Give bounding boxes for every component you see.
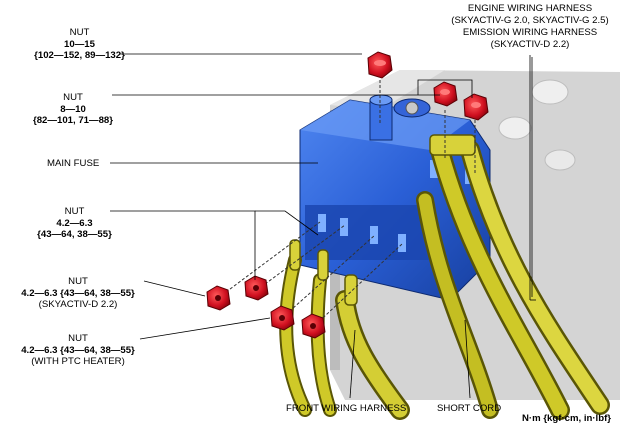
- terminal-rings: [289, 134, 476, 306]
- nut-icon: [301, 313, 326, 339]
- nut-name: NUT: [68, 333, 88, 344]
- short-cord-label: SHORT CORD: [437, 403, 502, 414]
- engine-harness-label: ENGINE WIRING HARNESS (SKYACTIV-G 2.0, S…: [451, 3, 609, 26]
- front-harness-label: FRONT WIRING HARNESS: [286, 403, 407, 414]
- nut-torque: 10—15: [64, 38, 95, 50]
- nut-note: (WITH PTC HEATER): [31, 356, 125, 367]
- wiring-harness-cables: [279, 140, 610, 420]
- nut-spec: {82—101, 71—88}: [32, 115, 113, 126]
- nut-torque-spec: 4.2—6.3 {43—64, 38—55}: [21, 287, 135, 299]
- nut-name: NUT: [64, 206, 85, 217]
- nut-name: NUT: [69, 27, 90, 38]
- nut-icon: [206, 285, 231, 311]
- nut-label-1: NUT 10—15 {102—152, 89—132}: [32, 27, 127, 62]
- installation-lines: [217, 80, 476, 329]
- nut-spec: {102—152, 89—132}: [34, 50, 125, 61]
- nut-label-2: NUT 8—10 {82—101, 71—88}: [28, 92, 118, 127]
- nut-icon: [270, 305, 295, 331]
- leader-lines: [110, 53, 536, 399]
- units-label: N·m {kgf·cm, in·lbf}: [522, 413, 612, 424]
- nut-torque: 8—10: [60, 103, 86, 115]
- nut-name: NUT: [68, 276, 88, 287]
- emission-harness-label: EMISSION WIRING HARNESS (SKYACTIV-D 2.2): [462, 27, 598, 50]
- nut-name: NUT: [63, 92, 83, 103]
- nut-icon: [244, 275, 269, 301]
- nut-torque: 4.2—6.3: [56, 217, 93, 229]
- nut-icon: [367, 51, 393, 79]
- nut-label-3: NUT 4.2—6.3 {43—64, 38—55}: [32, 206, 117, 241]
- nut-label-5: NUT 4.2—6.3 {43—64, 38—55} (WITH PTC HEA…: [3, 333, 153, 368]
- nut-spec: {43—64, 38—55}: [37, 229, 112, 240]
- nut-icons: [206, 51, 489, 339]
- nut-torque-spec: 4.2—6.3 {43—64, 38—55}: [21, 344, 135, 356]
- nut-icon: [433, 81, 458, 107]
- main-fuse-label: MAIN FUSE: [47, 158, 100, 169]
- nut-note: (SKYACTIV-D 2.2): [38, 299, 118, 310]
- nut-label-4: NUT 4.2—6.3 {43—64, 38—55} (SKYACTIV-D 2…: [3, 276, 153, 311]
- nut-icon: [463, 93, 489, 121]
